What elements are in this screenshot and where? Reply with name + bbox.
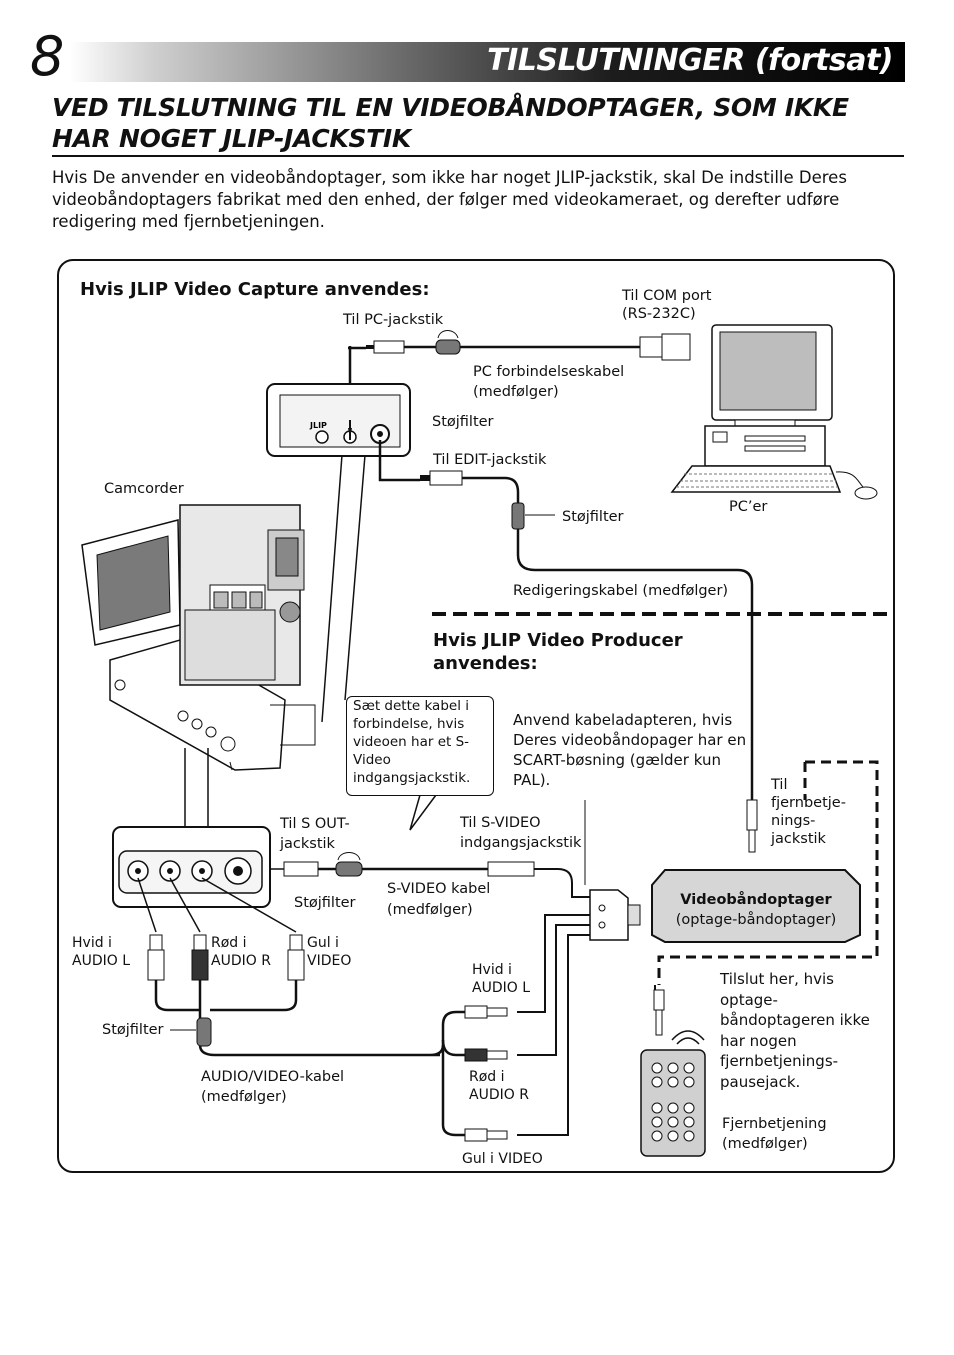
label-remote-supplied: (medfølger) [722,1136,808,1152]
label-camcorder: Camcorder [104,481,184,497]
label-com-port: Til COM port [622,288,712,304]
camcorder-jack-panel-icon: JLIP [266,383,420,482]
label-pc-cable: PC forbindelseskabel [473,364,625,380]
remote-control-icon [640,985,706,1157]
label-pc-cable-supplied: (medfølger) [473,384,559,400]
pc-monitor-icon [704,324,833,467]
vcr-label: Videobåndoptager (optage-båndoptager) [655,890,857,930]
vcr-title: Videobåndoptager [680,892,832,908]
scart-adapter-icon [584,800,641,941]
label-noise-filter-svideo: Støjfilter [294,895,356,911]
label-s-video-in-jack: indgangsjackstik [460,835,582,851]
page-number: 8 [30,25,65,88]
remote-dashed-link [657,760,879,985]
label-s-video-cable: S-VIDEO kabel [387,881,491,897]
label-com-port-type: (RS-232C) [622,306,696,322]
section-producer-title: Hvis JLIP Video Producer anvendes: [433,630,683,674]
label-noise-filter-av: Støjfilter [102,1022,164,1038]
intro-paragraph: Hvis De anvender en videobåndoptager, so… [52,168,847,231]
label-edit-jack: Til EDIT-jackstik [433,452,547,468]
vcr-icon [651,869,861,943]
label-white-audio-l-port: AUDIO L [72,953,131,969]
title-bar: TILSLUTNINGER (fortsat) [70,42,905,82]
s-video-callout: Sæt dette kabel i forbindelse, hvis vide… [346,696,494,796]
label-noise-filter-edit: Støjfilter [562,509,624,525]
label-yellow-video-port: VIDEO [307,953,352,969]
section-heading: VED TILSLUTNING TIL EN VIDEOBÅNDOPTAGER,… [52,93,849,153]
vcr-subtitle: (optage-båndoptager) [675,912,837,928]
edit-cable [420,470,758,853]
heading-rule [52,155,904,157]
camcorder-icon [81,454,366,771]
label-white-audio-l-vcr: Hvid i [472,962,512,978]
diagram-frame [57,259,895,1173]
page-title: TILSLUTNINGER (fortsat) [487,43,893,78]
label-remote: Fjernbetjening [722,1116,827,1132]
lower-jack-panel-icon [112,748,271,908]
label-s-out: Til S OUT- [280,816,350,832]
label-adapter-note: Anvend kabeladapteren, hvis Deres videob… [513,711,747,789]
label-yellow-video: Gul i [307,935,339,951]
label-s-video-cable-supplied: (medfølger) [387,902,473,918]
label-red-audio-r-port: AUDIO R [211,953,271,969]
label-av-cable: AUDIO/VIDEO-kabel [201,1069,345,1085]
label-noise-filter-pc: Støjfilter [432,414,494,430]
label-edit-cable: Redigeringskabel (medfølger) [513,583,729,599]
jlip-port-label: JLIP [309,421,327,430]
label-connect-here: Tilslut her, hvis optage- båndoptageren … [720,970,870,1091]
label-s-out-jack: jackstik [280,836,335,852]
section-capture-title: Hvis JLIP Video Capture anvendes: [80,279,430,300]
label-av-cable-supplied: (medfølger) [201,1089,287,1105]
label-remote-jack: Til fjernbetje- nings- jackstik [771,777,846,847]
label-yellow-video-vcr: Gul i VIDEO [462,1151,543,1167]
label-red-audio-r-vcr: Rød i [469,1069,505,1085]
label-white-audio-l-vcr-port: AUDIO L [472,980,531,996]
keyboard-icon [670,465,878,500]
pc-cable [348,330,691,420]
label-red-audio-r: Rød i [211,935,247,951]
label-white-audio-l: Hvid i [72,935,112,951]
s-video-cable [270,794,590,898]
label-red-audio-r-vcr-port: AUDIO R [469,1087,529,1103]
label-pc-jack: Til PC-jackstik [343,312,444,328]
label-s-video-in: Til S-VIDEO [460,815,541,831]
label-pc: PC’er [729,499,768,515]
av-cable [137,877,590,1142]
